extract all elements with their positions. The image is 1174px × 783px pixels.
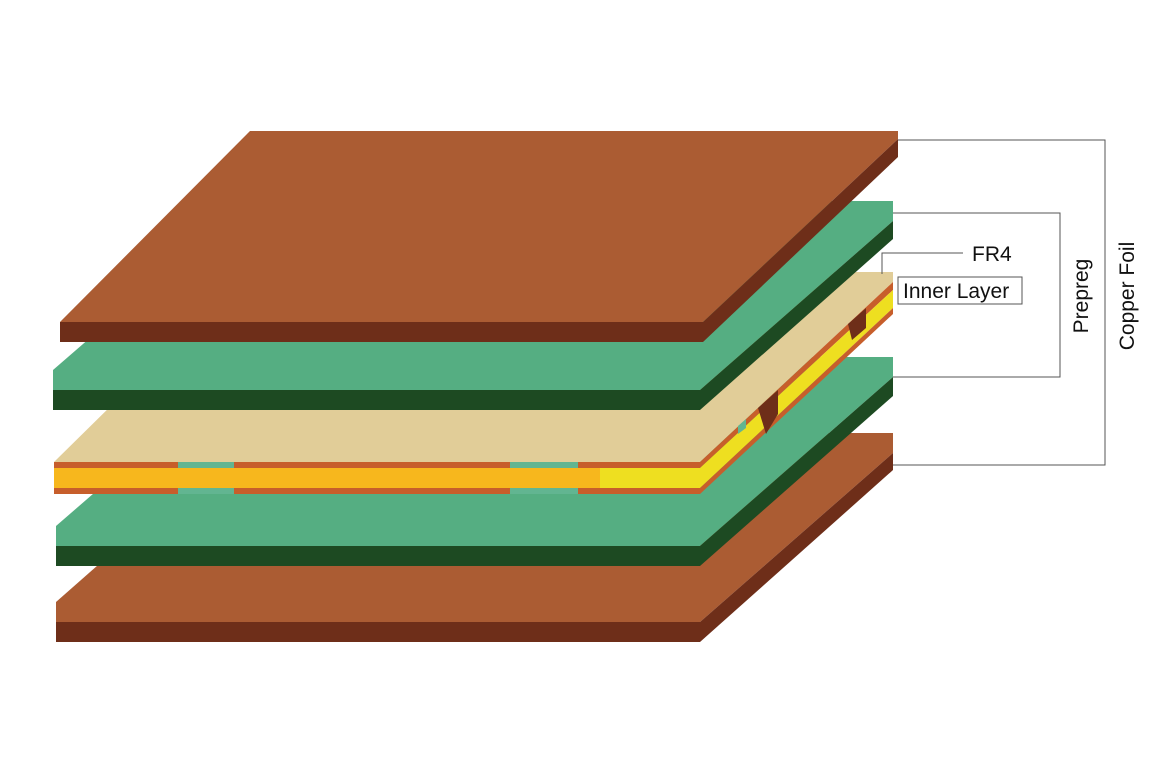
fr4-core-front-right (600, 468, 700, 488)
inner-trace-gap-top-2 (510, 462, 578, 468)
inner-trace-top-1 (54, 462, 178, 468)
prepreg-label: Prepreg (1070, 259, 1093, 334)
inner-trace-top-2 (234, 462, 510, 468)
copper-foil-top-right-edge (703, 139, 898, 342)
fr4-core-front-left (54, 468, 614, 488)
inner-trace-bottom-1 (54, 488, 178, 494)
prepreg-bracket (893, 212, 1061, 378)
copper-foil-bottom-right-edge (700, 453, 893, 642)
copper-foil-bottom-front-edge (56, 622, 700, 642)
copper-foil-top-sheet (60, 131, 898, 342)
copper-foil-bracket (893, 139, 1106, 466)
copper-foil-label: Copper Foil (1116, 242, 1139, 351)
inner-layer-label-box (897, 276, 1023, 305)
prepreg-bottom-front-edge (56, 546, 700, 566)
inner-trace-gap-bottom-1 (178, 488, 234, 494)
fr4-leader (881, 252, 963, 274)
copper-foil-top-front-edge (60, 322, 703, 342)
prepreg-top-front-edge (53, 390, 700, 410)
inner-trace-bottom-3 (578, 488, 700, 494)
fr4-right-edge-bump-2 (758, 390, 778, 434)
fr4-right-edge-trace-bottom (700, 308, 893, 494)
inner-trace-bottom-2 (234, 488, 510, 494)
fr4-right-edge-bump-1 (848, 308, 866, 340)
fr4-label: FR4 (972, 243, 1012, 266)
inner-layer-label: Inner Layer (903, 280, 1009, 303)
fr4-right-edge-trace-top (700, 282, 893, 468)
inner-trace-gap-bottom-2 (510, 488, 578, 494)
inner-trace-top-3 (578, 462, 700, 468)
prepreg-bottom-right-edge (700, 377, 893, 566)
fr4-right-edge-core (700, 290, 893, 488)
inner-trace-gap-top-1 (178, 462, 234, 468)
prepreg-top-right-edge (700, 221, 893, 410)
copper-foil-top-top-face (60, 131, 898, 322)
fr4-right-edge-gap-mark (738, 419, 746, 434)
